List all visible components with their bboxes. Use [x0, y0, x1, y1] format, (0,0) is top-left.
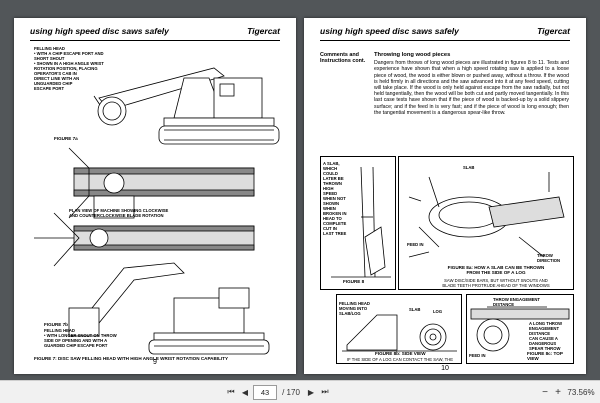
- zoom-level[interactable]: 73.56%: [567, 387, 595, 397]
- figure-8b-drawing: [342, 314, 457, 352]
- body-text: Throwing long wood pieces Dangers from t…: [374, 52, 569, 116]
- page-number: 10: [441, 365, 449, 372]
- pdf-viewer-canvas[interactable]: using high speed disc saws safely Tigerc…: [0, 0, 600, 380]
- figure-8c-drawing: [470, 306, 570, 352]
- brand-logo: Tigercat: [537, 26, 570, 36]
- previous-page-icon[interactable]: ◀: [241, 387, 249, 397]
- felling-head-callout-top: FELLING HEAD • WITH A CHIP ESCAPE PORT A…: [34, 46, 104, 91]
- log-label: LOG: [433, 309, 443, 314]
- header-title: using high speed disc saws safely: [30, 26, 169, 36]
- throw-direction-label: THROW DIRECTION: [537, 253, 561, 263]
- figure-8b-label: FIGURE 8b: SIDE VIEW: [375, 351, 426, 356]
- figure-8a-box: SLAB FEED IN THROW DIRECTION FIGURE 8a: …: [398, 156, 574, 290]
- figure-8b-box: FELLING HEAD MOVING INTO SLAB/LOG SLAB L…: [336, 294, 462, 364]
- figure-8-box: A SLAB, WHICH COULD LATER BE THROWN HIGH…: [320, 156, 396, 290]
- figure-7a-label: FIGURE 7a: [54, 136, 78, 141]
- figure-8b-note: IF THE SIDE OF A LOG CAN CONTACT THE SAW…: [346, 357, 454, 362]
- page-number: 9: [153, 359, 157, 366]
- side-heading: Comments and Instructions cont.: [320, 52, 366, 65]
- zoom-out-icon[interactable]: −: [542, 386, 548, 398]
- figure-7-illustrations: [34, 67, 280, 355]
- slab-label: SLAB: [463, 165, 475, 170]
- first-page-icon[interactable]: ⏮: [227, 387, 235, 396]
- figure-8a-caption: FIGURE 8a: HOW A SLAB CAN BE THROWN FROM…: [447, 265, 545, 275]
- figure-7b-label: FIGURE 7b: [44, 322, 68, 327]
- page-header: using high speed disc saws safely Tigerc…: [320, 26, 570, 41]
- last-page-icon[interactable]: ⏭: [321, 387, 329, 396]
- slab-label-b: SLAB: [409, 307, 421, 312]
- next-page-icon[interactable]: ▶: [307, 387, 315, 397]
- page-number-input[interactable]: 43: [253, 385, 277, 400]
- header-title: using high speed disc saws safely: [320, 26, 459, 36]
- throw-engagement-label: THROW ENGAGEMENT DISTANCE: [493, 297, 540, 307]
- figure-8-callout: A SLAB, WHICH COULD LATER BE THROWN HIGH…: [323, 161, 347, 236]
- pdf-toolbar: ⏮ ◀ 43 / 170 ▶ ⏭ − + 73.56%: [0, 380, 600, 403]
- plan-view-caption: PLAN VIEW OF MACHINE SHOWING CLOCKWISE A…: [69, 208, 169, 218]
- figure-8-label: FIGURE 8: [343, 279, 365, 284]
- figure-8c-box: THROW ENGAGEMENT DISTANCE A LONG THROW E…: [466, 294, 574, 364]
- figure-8a-drawing: [408, 172, 565, 258]
- pdf-page-9: using high speed disc saws safely Tigerc…: [14, 18, 296, 374]
- section-heading: Throwing long wood pieces: [374, 52, 451, 58]
- page-header: using high speed disc saws safely Tigerc…: [30, 26, 280, 41]
- feed-in-label-c: FEED IN: [469, 353, 486, 358]
- felling-head-callout-bottom: FELLING HEAD • WITH LONGER SNOUT ON THRO…: [44, 328, 117, 348]
- feed-in-label: FEED IN: [407, 242, 424, 247]
- figure-8a-note: SAW DISC/SIDE BARS, BUT WITHOUT SNOUTS A…: [442, 278, 550, 288]
- pdf-page-10: using high speed disc saws safely Tigerc…: [304, 18, 586, 374]
- figure-8b-callout: FELLING HEAD MOVING INTO SLAB/LOG: [339, 301, 370, 316]
- brand-logo: Tigercat: [247, 26, 280, 36]
- figure-8-drawing: [331, 166, 391, 278]
- paragraph: Dangers from throws of long wood pieces …: [374, 60, 569, 116]
- figure-7-caption: FIGURE 7: DISC SAW FELLING HEAD WITH HIG…: [34, 356, 229, 361]
- zoom-in-icon[interactable]: +: [555, 386, 561, 398]
- figure-8c-callout: A LONG THROW ENGAGEMENT DISTANCE CAN CAU…: [529, 321, 563, 351]
- total-pages: / 170: [282, 387, 300, 397]
- figure-8c-label: FIGURE 8c: TOP VIEW: [527, 351, 563, 361]
